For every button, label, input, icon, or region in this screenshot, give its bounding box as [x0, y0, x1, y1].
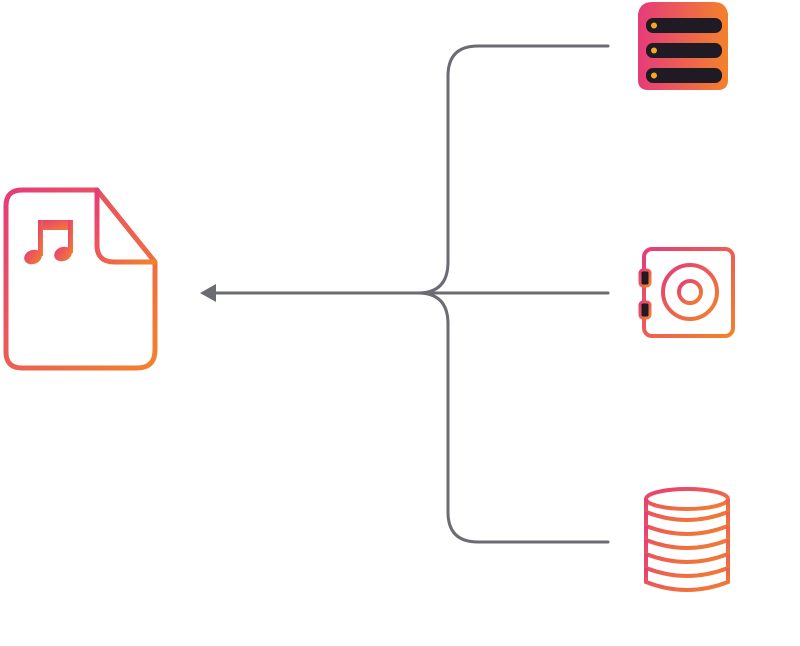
connector-lines	[212, 44, 610, 544]
safe-vault-icon	[638, 247, 735, 346]
coin-stack-icon	[644, 487, 730, 592]
server-rack-icon	[638, 2, 728, 90]
connector-bottom	[416, 291, 610, 544]
arrow-head-icon	[200, 284, 216, 302]
music-file-icon	[3, 187, 158, 371]
connector-top	[416, 44, 610, 295]
music-note-icon	[24, 220, 73, 265]
